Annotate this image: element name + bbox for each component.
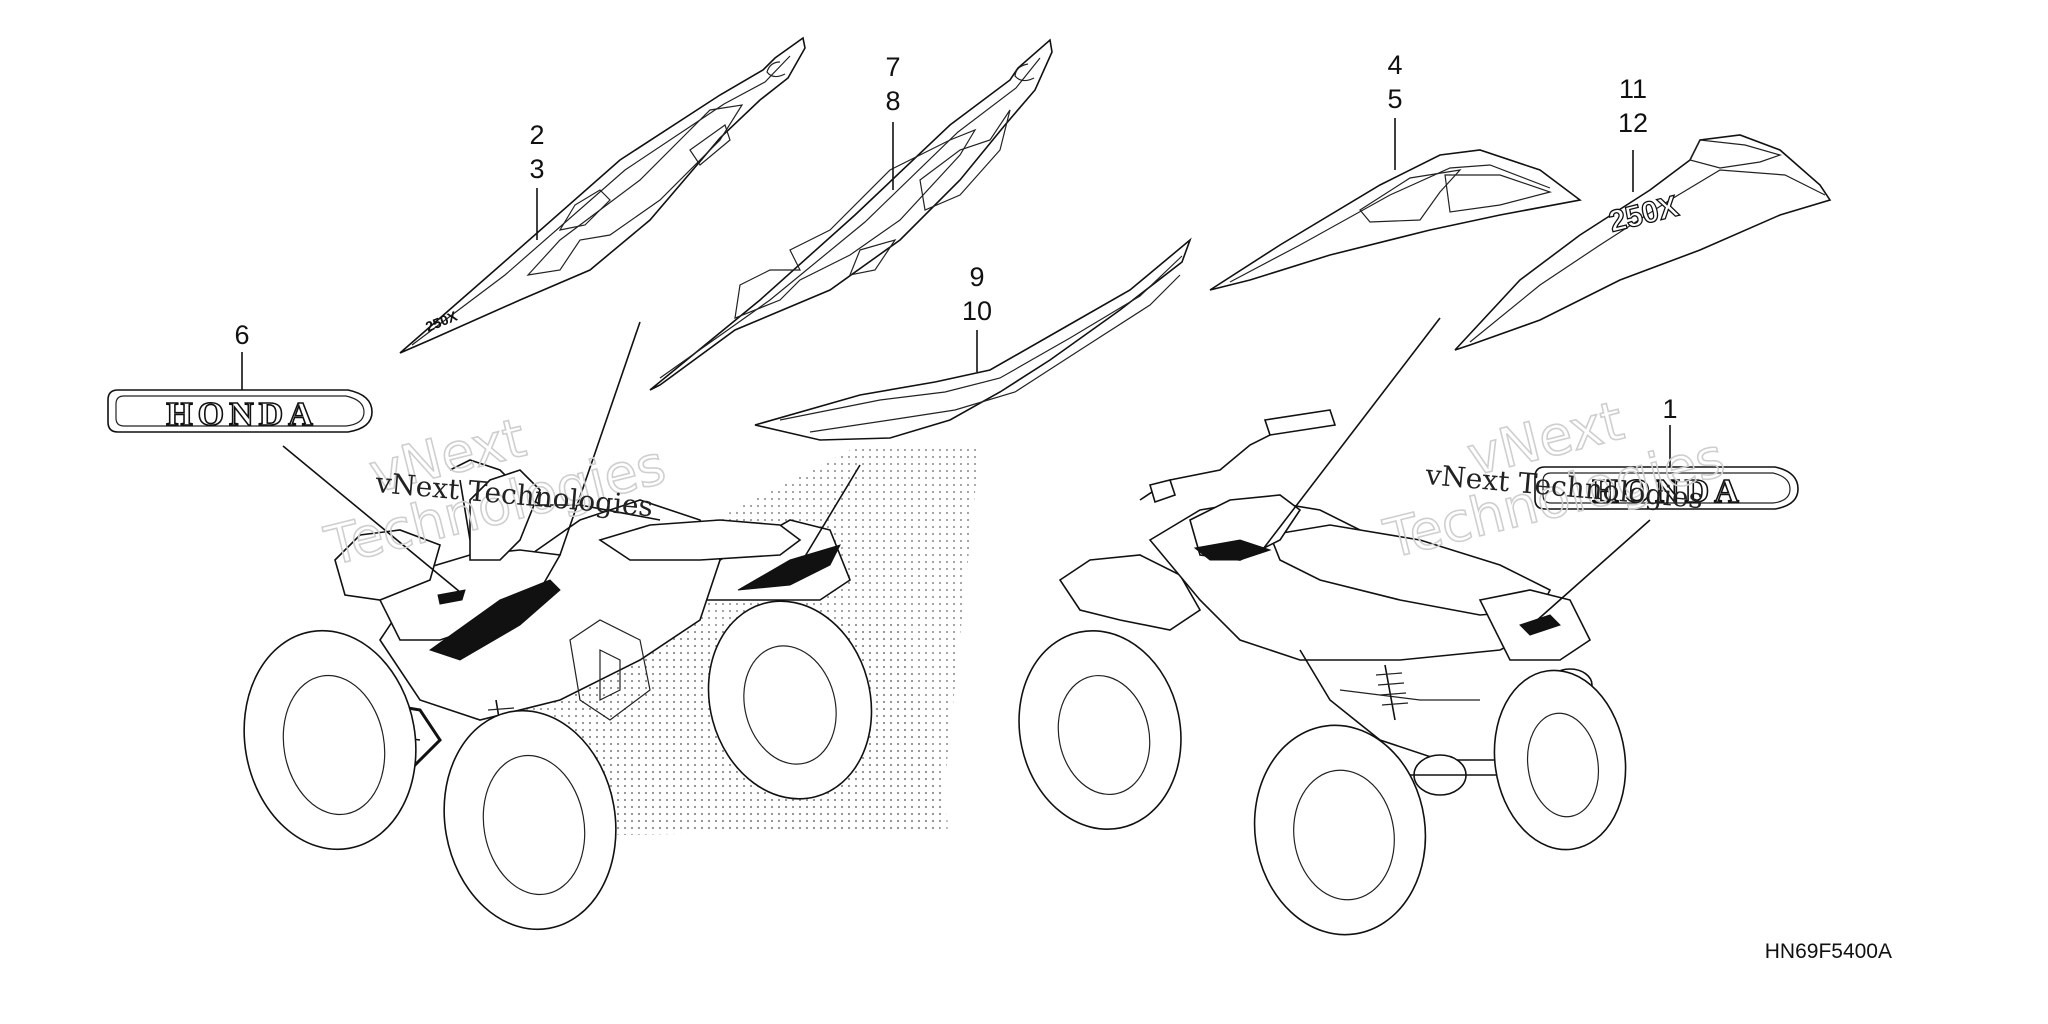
decal-4-5 (1209, 149, 1582, 291)
callout-labels: 1 2 3 4 5 6 7 8 9 10 11 12 (234, 50, 1677, 424)
diagram-code: HN69F5400A (1765, 940, 1892, 963)
callout-7: 7 (885, 52, 900, 82)
callout-11: 11 (1619, 74, 1647, 104)
callout-12: 12 (1618, 108, 1648, 138)
callout-10: 10 (962, 296, 992, 326)
honda-emblem-1: HONDA (1534, 466, 1799, 511)
callout-1: 1 (1662, 394, 1677, 424)
callout-9: 9 (969, 262, 984, 292)
callout-5: 5 (1387, 84, 1402, 114)
decal-2-3: 250X (399, 36, 806, 354)
atv-front-view (243, 459, 873, 931)
leader-lines (241, 118, 1671, 623)
honda-emblem-6: HONDA (107, 389, 373, 434)
svg-text:HONDA: HONDA (166, 396, 318, 433)
callout-2: 2 (529, 120, 544, 150)
callout-6: 6 (234, 320, 249, 350)
svg-text:HONDA: HONDA (1592, 473, 1744, 510)
decal-7-8 (649, 38, 1053, 391)
atv-rear-view (1018, 409, 1627, 936)
callout-3: 3 (529, 154, 544, 184)
decal-9-10 (754, 237, 1192, 441)
callout-8: 8 (885, 86, 900, 116)
callout-4: 4 (1387, 50, 1402, 80)
